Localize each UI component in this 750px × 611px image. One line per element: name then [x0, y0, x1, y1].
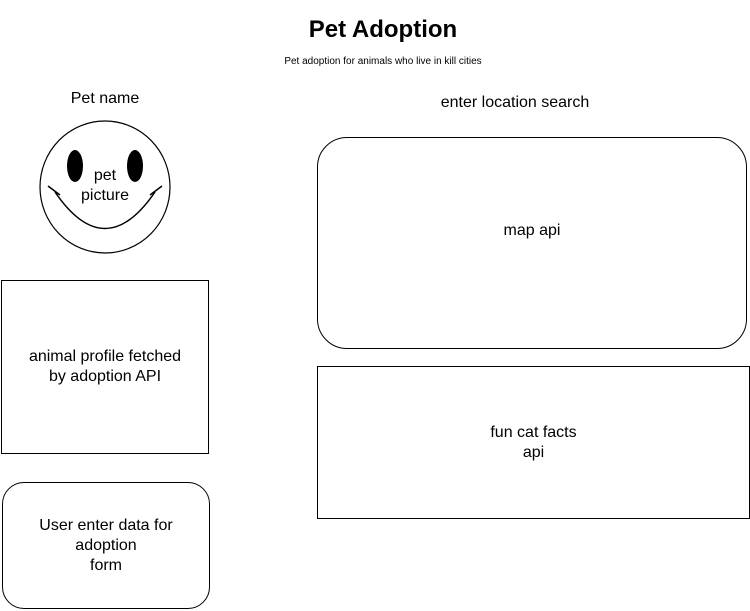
pet-name-label: Pet name	[70, 90, 140, 107]
location-search-label[interactable]: enter location search	[440, 94, 590, 111]
cat-facts-box: fun cat facts api	[317, 366, 750, 519]
map-api-box[interactable]: map api	[317, 137, 747, 349]
animal-profile-box: animal profile fetched by adoption API	[1, 280, 209, 454]
adoption-form-box[interactable]: User enter data for adoption form	[2, 482, 210, 609]
page-subtitle: Pet adoption for animals who live in kil…	[284, 56, 482, 67]
pet-picture-label: pet picture	[80, 167, 130, 204]
smiley-face-icon	[39, 120, 171, 254]
pet-picture-placeholder	[39, 120, 171, 255]
page-title: Pet Adoption	[308, 16, 458, 43]
